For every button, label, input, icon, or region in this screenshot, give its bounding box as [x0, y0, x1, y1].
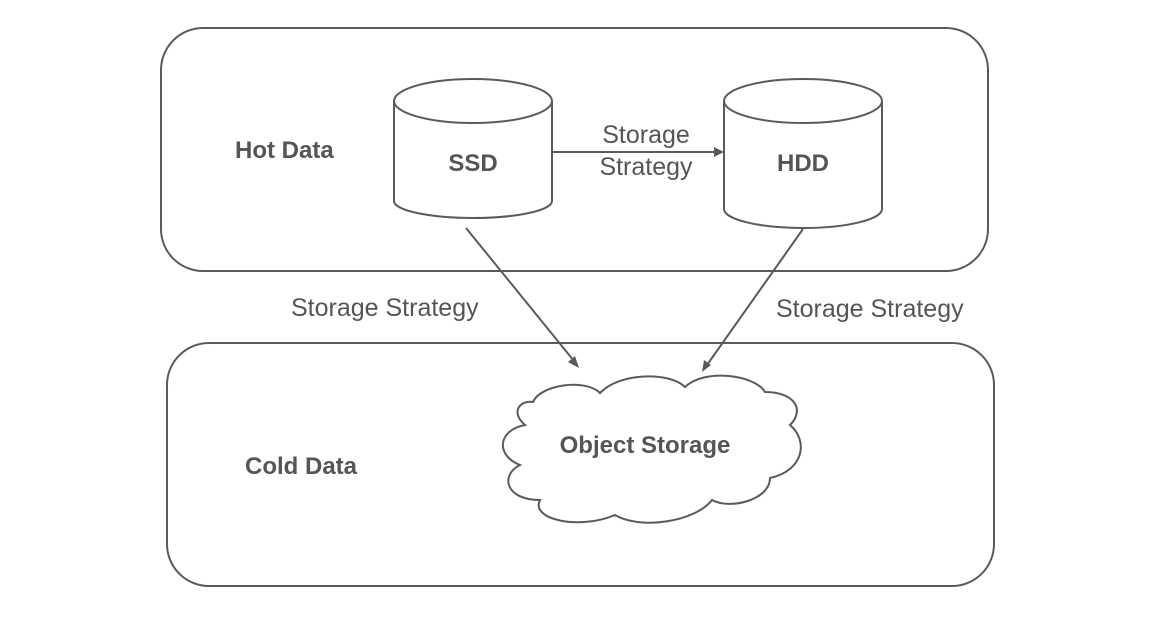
hdd-cylinder-body — [723, 101, 883, 229]
edge-hdd-object-arrowhead — [702, 360, 711, 372]
ssd-cylinder-top — [393, 78, 553, 124]
edge-ssd-object-line — [465, 227, 575, 362]
edge-ssd-object-arrowhead — [568, 356, 579, 368]
ssd-label: SSD — [448, 150, 497, 177]
cold-data-label: Cold Data — [245, 453, 358, 480]
edge-ssd-object-label: Storage Strategy — [291, 294, 479, 322]
hdd-node: HDD — [723, 78, 883, 229]
ssd-node: SSD — [393, 78, 553, 219]
hdd-cylinder-top — [723, 78, 883, 124]
edge-ssd-to-hdd: Storage Strategy — [552, 121, 724, 181]
edge-ssd-hdd-label-line1: Storage — [602, 121, 690, 149]
edge-hdd-object-line — [706, 228, 804, 366]
edge-hdd-to-object-storage: Storage Strategy — [702, 228, 964, 372]
object-storage-label: Object Storage — [560, 432, 731, 459]
edge-hdd-object-label: Storage Strategy — [776, 295, 964, 323]
hot-data-label: Hot Data — [235, 137, 334, 164]
object-storage-node: Object Storage — [501, 374, 802, 524]
ssd-cylinder-body — [393, 101, 553, 219]
cloud-shape — [501, 374, 802, 524]
hdd-label: HDD — [777, 150, 829, 177]
edge-ssd-hdd-arrowhead — [714, 147, 724, 157]
edge-ssd-to-object-storage: Storage Strategy — [291, 227, 579, 368]
edge-ssd-hdd-label-line2: Strategy — [599, 153, 693, 181]
